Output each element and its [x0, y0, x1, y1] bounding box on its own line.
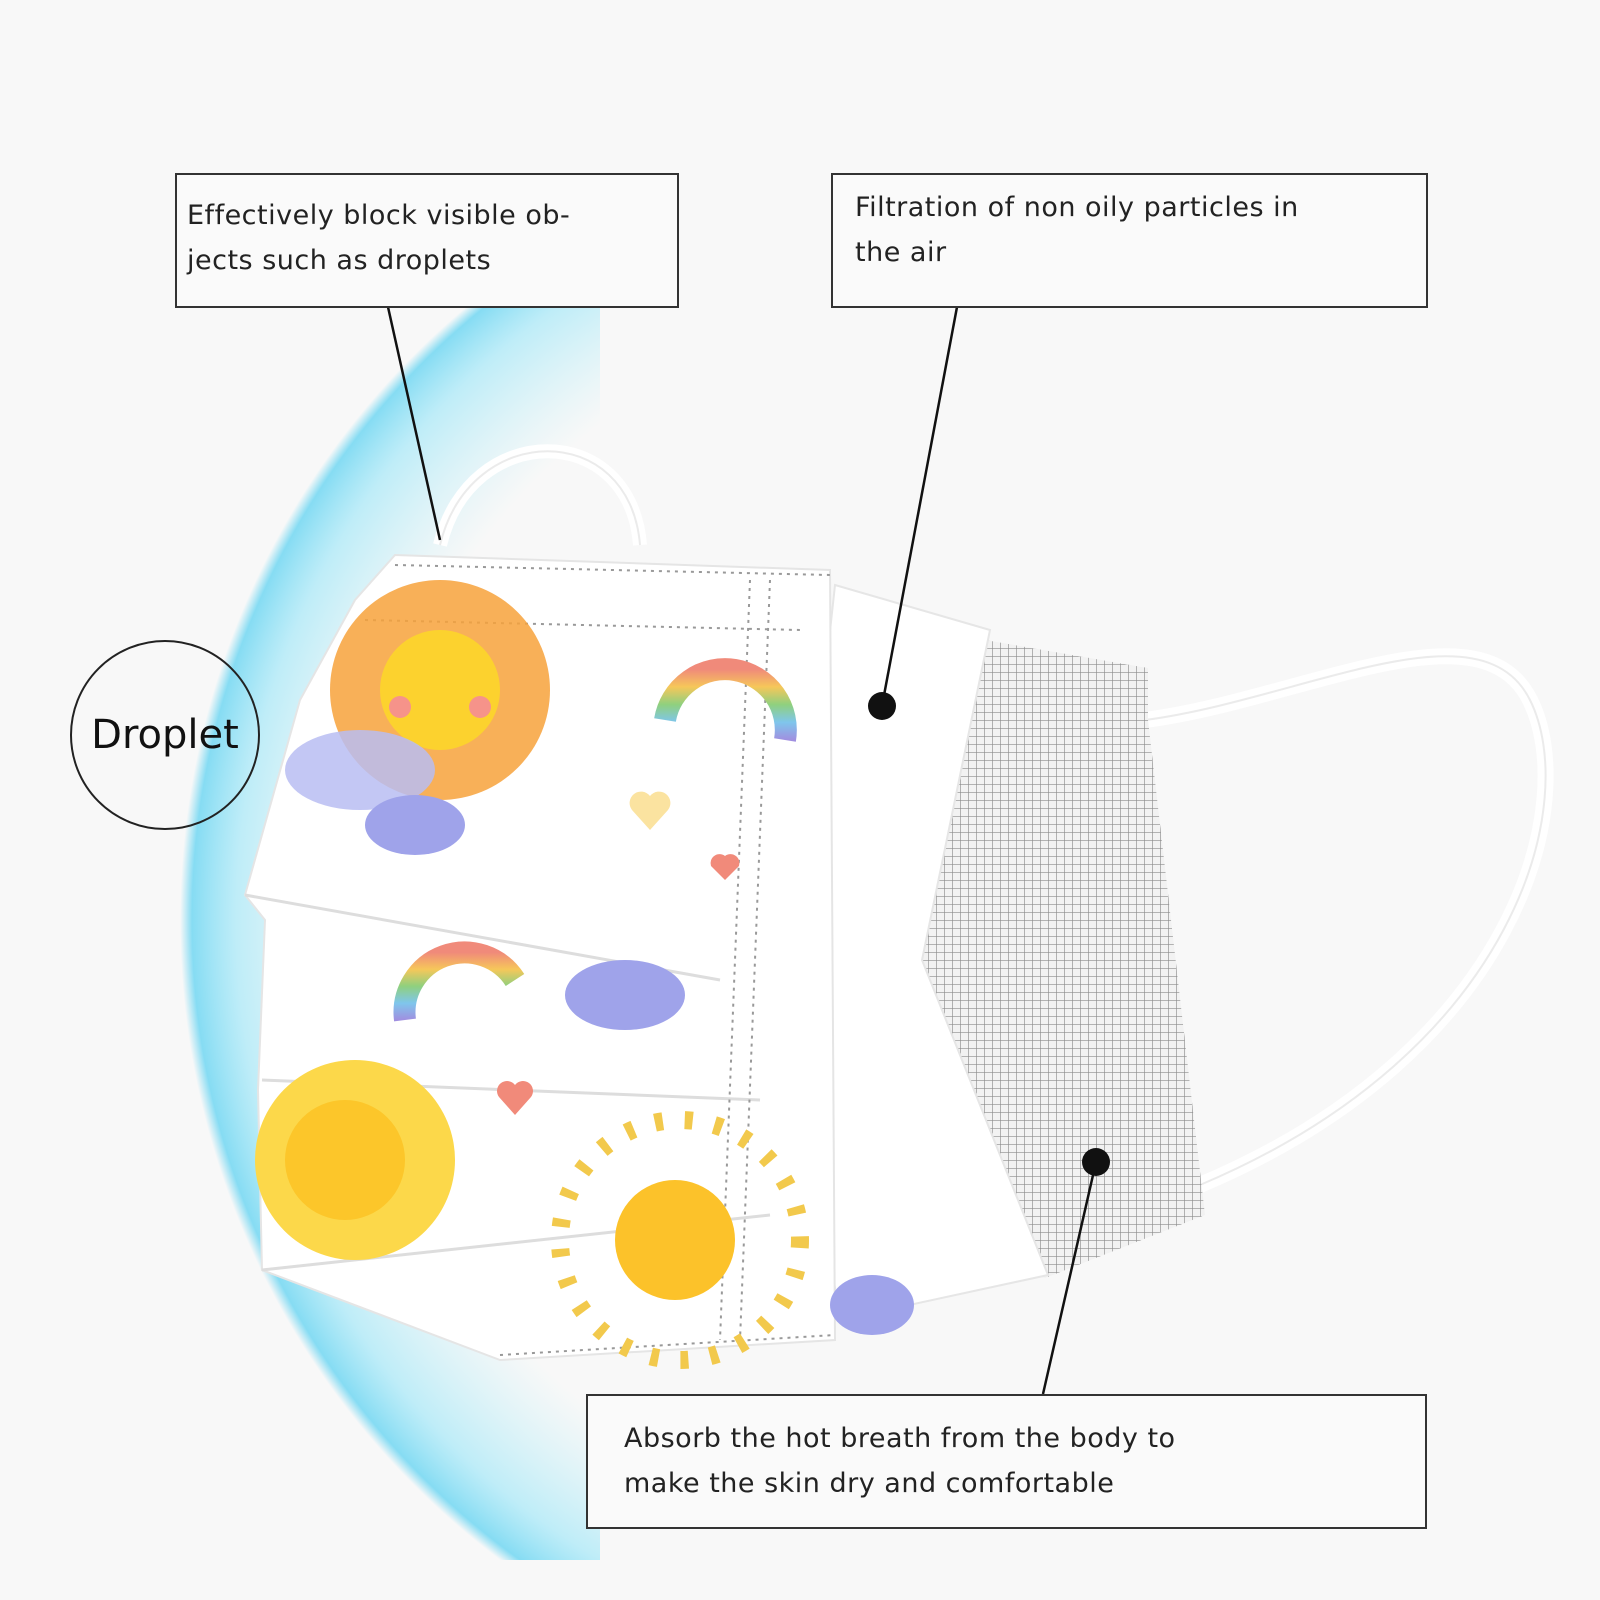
cloud-decoration [830, 1275, 914, 1335]
droplet-label: Droplet [70, 640, 260, 830]
rainbow-decoration [393, 941, 525, 1022]
callout-text: the air [855, 237, 947, 268]
cloud-decoration [285, 730, 435, 810]
sun-decoration [551, 1111, 809, 1369]
marker-dot-absorb [1082, 1148, 1110, 1176]
callout-text: Filtration of non oily particles in [855, 192, 1299, 223]
marker-dot-filtration [868, 692, 896, 720]
sun-decoration [255, 1060, 455, 1260]
cloud-decoration [365, 795, 465, 855]
rainbow-decoration [654, 658, 797, 742]
heart-decoration [497, 1081, 533, 1115]
callout-filtration: Filtration of non oily particles in the … [831, 173, 1428, 308]
inner-mesh-layer [922, 640, 1205, 1278]
outer-printed-layer [243, 553, 914, 1369]
callout-text: jects such as droplets [187, 245, 492, 276]
droplet-text: Droplet [91, 712, 239, 758]
leader-line-block [386, 306, 442, 541]
callout-absorb: Absorb the hot breath from the body to m… [586, 1394, 1427, 1529]
callout-text: make the skin dry and comfortable [624, 1468, 1115, 1499]
heart-decoration [710, 854, 740, 880]
leader-line-absorb [1041, 1161, 1098, 1395]
cloud-decoration [565, 960, 685, 1030]
callout-text: Effectively block visible ob- [187, 200, 571, 231]
callout-text: Absorb the hot breath from the body to [624, 1423, 1176, 1454]
heart-decoration [629, 791, 671, 830]
callout-block-droplets: Effectively block visible ob- jects such… [175, 173, 679, 308]
leader-line-filtration [880, 306, 959, 707]
